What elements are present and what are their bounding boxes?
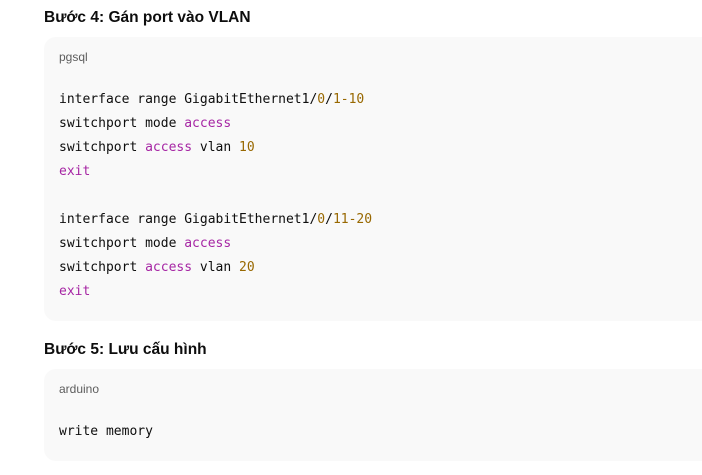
code-line: switchport mode access xyxy=(59,112,372,136)
code-content[interactable]: write memory xyxy=(59,420,153,444)
code-token: access xyxy=(145,260,193,275)
code-block-step-4[interactable]: pgsql interface range GigabitEthernet1/0… xyxy=(44,37,702,321)
code-line: interface range GigabitEthernet1/0/11-20 xyxy=(59,208,372,232)
code-token: 1-10 xyxy=(332,92,365,107)
step-4-heading: Bước 4: Gán port vào VLAN xyxy=(44,9,251,26)
code-token: 11-20 xyxy=(332,212,373,227)
code-token: exit xyxy=(59,284,91,299)
code-token: access xyxy=(145,140,193,155)
step-5-heading: Bước 5: Lưu cấu hình xyxy=(44,341,207,358)
code-line: interface range GigabitEthernet1/0/1-10 xyxy=(59,88,372,112)
code-token: interface range GigabitEthernet1/ xyxy=(59,92,318,107)
code-token: access xyxy=(184,236,232,251)
code-token: switchport mode xyxy=(59,116,185,131)
code-token: exit xyxy=(59,164,91,179)
code-token: switchport mode xyxy=(59,236,185,251)
code-line: write memory xyxy=(59,420,153,444)
code-block-step-5[interactable]: arduino write memory xyxy=(44,369,702,461)
code-token: 20 xyxy=(239,260,255,275)
code-line: switchport access vlan 20 xyxy=(59,256,372,280)
code-line: exit xyxy=(59,160,372,184)
code-language-label: pgsql xyxy=(59,50,88,64)
code-line: switchport mode access xyxy=(59,232,372,256)
code-token: 10 xyxy=(239,140,255,155)
code-language-label: arduino xyxy=(59,382,100,396)
code-token: / xyxy=(325,212,333,227)
code-token: vlan xyxy=(192,260,240,275)
code-token: vlan xyxy=(192,140,240,155)
code-line: switchport access vlan 10 xyxy=(59,136,372,160)
code-token: 0 xyxy=(317,212,326,227)
code-token: switchport xyxy=(59,140,146,155)
code-token: write memory xyxy=(59,424,153,439)
code-token: 0 xyxy=(317,92,326,107)
code-token: interface range GigabitEthernet1/ xyxy=(59,212,318,227)
code-line: exit xyxy=(59,280,372,304)
code-line xyxy=(59,184,372,208)
code-token: switchport xyxy=(59,260,146,275)
code-token: access xyxy=(184,116,232,131)
code-token: / xyxy=(325,92,333,107)
